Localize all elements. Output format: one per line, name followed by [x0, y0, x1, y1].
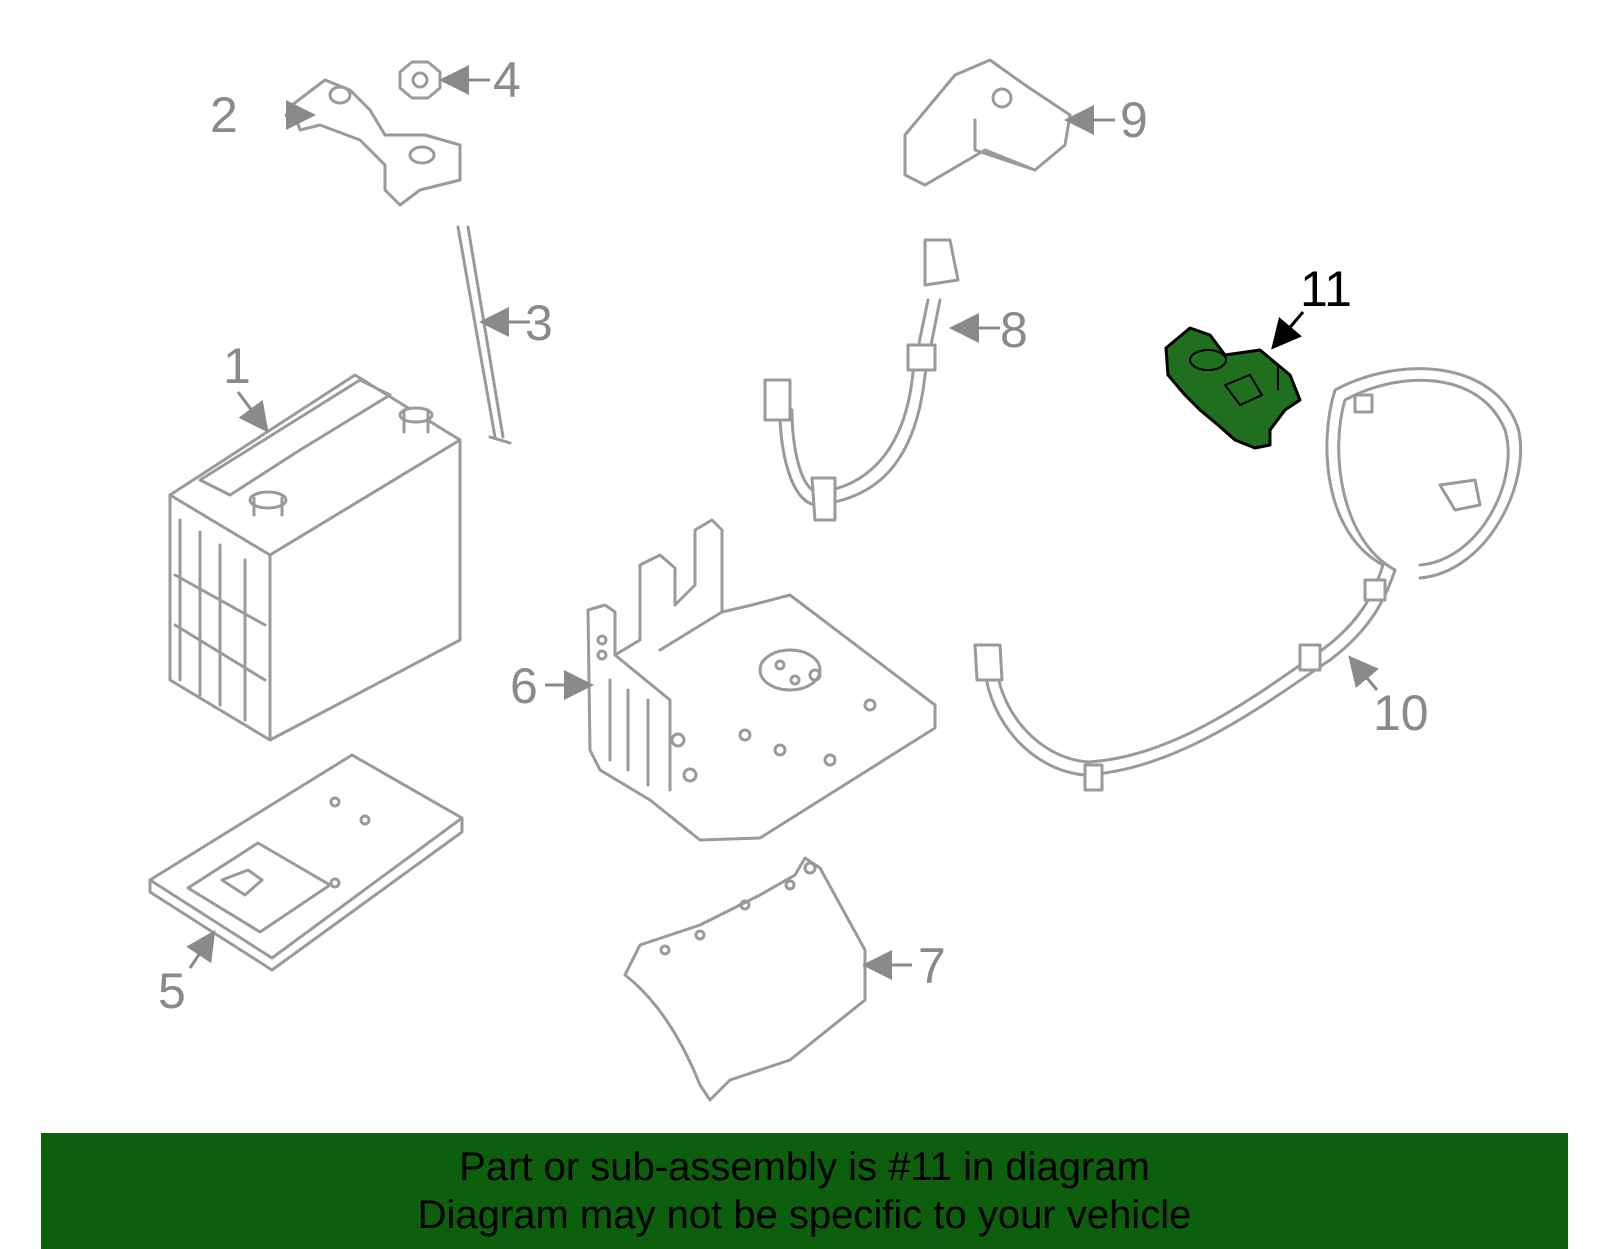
- part-4-nut: [398, 60, 442, 100]
- part-1-battery: [168, 373, 462, 742]
- parts-diagram: 1 2 3 4 5 6 7 8 9 10 11: [148, 52, 1523, 1102]
- part-8-cable: [763, 238, 960, 522]
- callout-4: 4: [493, 52, 521, 108]
- leader-1: [236, 391, 269, 433]
- part-10-harness: [973, 367, 1523, 792]
- callout-3: 3: [525, 295, 553, 351]
- info-banner: Part or sub-assembly is #11 in diagram D…: [41, 1133, 1568, 1249]
- banner-line-1: Part or sub-assembly is #11 in diagram: [459, 1145, 1150, 1189]
- part-9-cover: [903, 58, 1072, 187]
- part-2-bracket: [290, 78, 462, 207]
- leader-5: [186, 930, 216, 969]
- callout-7: 7: [918, 938, 946, 994]
- callout-1: 1: [223, 338, 251, 394]
- leader-11: [1271, 311, 1305, 350]
- callout-2: 2: [210, 87, 238, 143]
- callout-5: 5: [158, 963, 186, 1019]
- callout-9: 9: [1120, 92, 1148, 148]
- part-6-tray: [586, 518, 937, 842]
- part-11-highlighted: [1164, 326, 1302, 450]
- callout-6: 6: [510, 658, 538, 714]
- callout-8: 8: [1000, 302, 1028, 358]
- part-7-shield: [623, 856, 867, 1102]
- callout-10: 10: [1373, 685, 1429, 741]
- leader-10: [1348, 655, 1379, 691]
- part-5-tray-pad: [148, 753, 464, 972]
- part-3-rod: [456, 225, 512, 445]
- callout-11: 11: [1300, 261, 1352, 317]
- banner-line-2: Diagram may not be specific to your vehi…: [417, 1193, 1192, 1237]
